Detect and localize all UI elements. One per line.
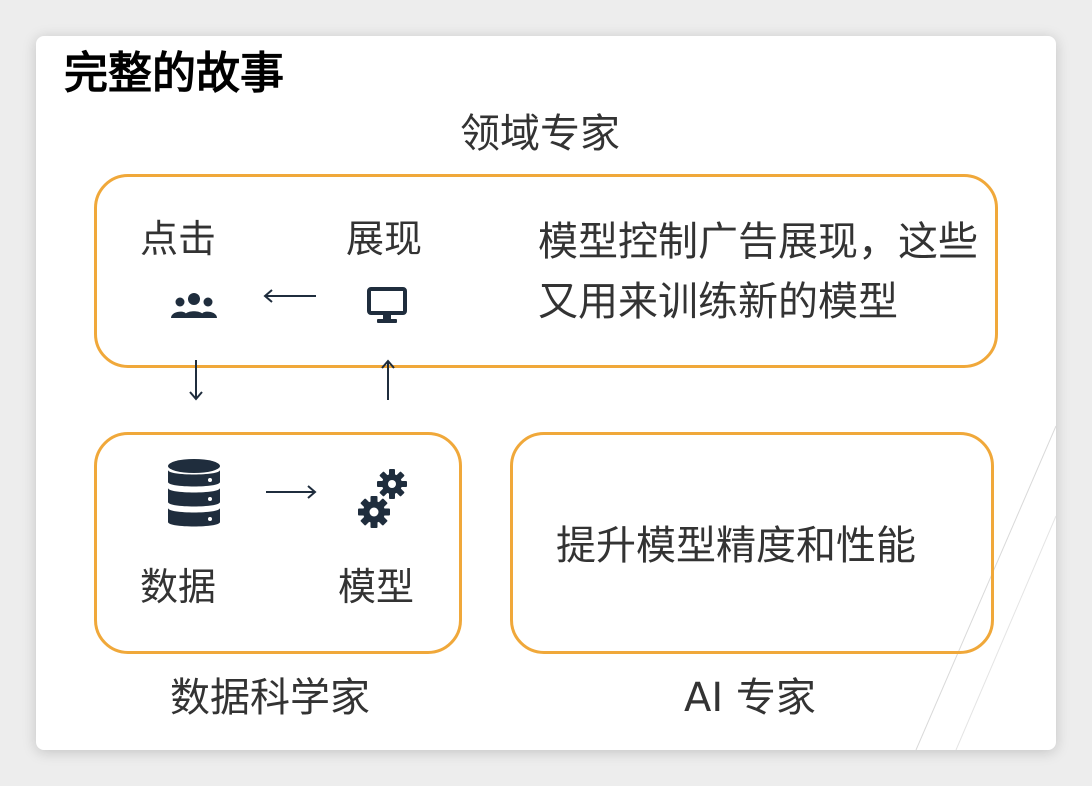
gears-icon [358, 469, 407, 528]
display-label: 展现 [346, 217, 423, 261]
click-label: 点击 [140, 217, 217, 261]
data-label: 数据 [140, 565, 217, 609]
monitor-icon [367, 287, 407, 323]
ai-expert-box [510, 432, 994, 654]
data-scientist-label: 数据科学家 [170, 675, 370, 721]
domain-expert-label: 领域专家 [460, 111, 620, 157]
database-icon [168, 459, 220, 527]
model-label: 模型 [338, 565, 415, 609]
slide-title: 完整的故事 [64, 48, 284, 99]
down-arrow [189, 360, 203, 401]
ai-expert-label: AI 专家 [684, 675, 816, 721]
domain-expert-box [94, 174, 998, 368]
decorative-diagonal-line [915, 425, 1056, 750]
left-arrow [263, 289, 316, 303]
data-scientist-box [94, 432, 462, 654]
ai-box-text: 提升模型精度和性能 [556, 523, 916, 569]
up-arrow [381, 359, 395, 400]
users-icon [171, 293, 217, 318]
right-arrow [266, 485, 317, 499]
top-box-description: 模型控制广告展现，这些又用来训练新的模型 [538, 219, 978, 325]
slide: 完整的故事 领域专家 点击 展现 模型控制广告展现，这些又用来训练新的模型 [36, 36, 1056, 750]
